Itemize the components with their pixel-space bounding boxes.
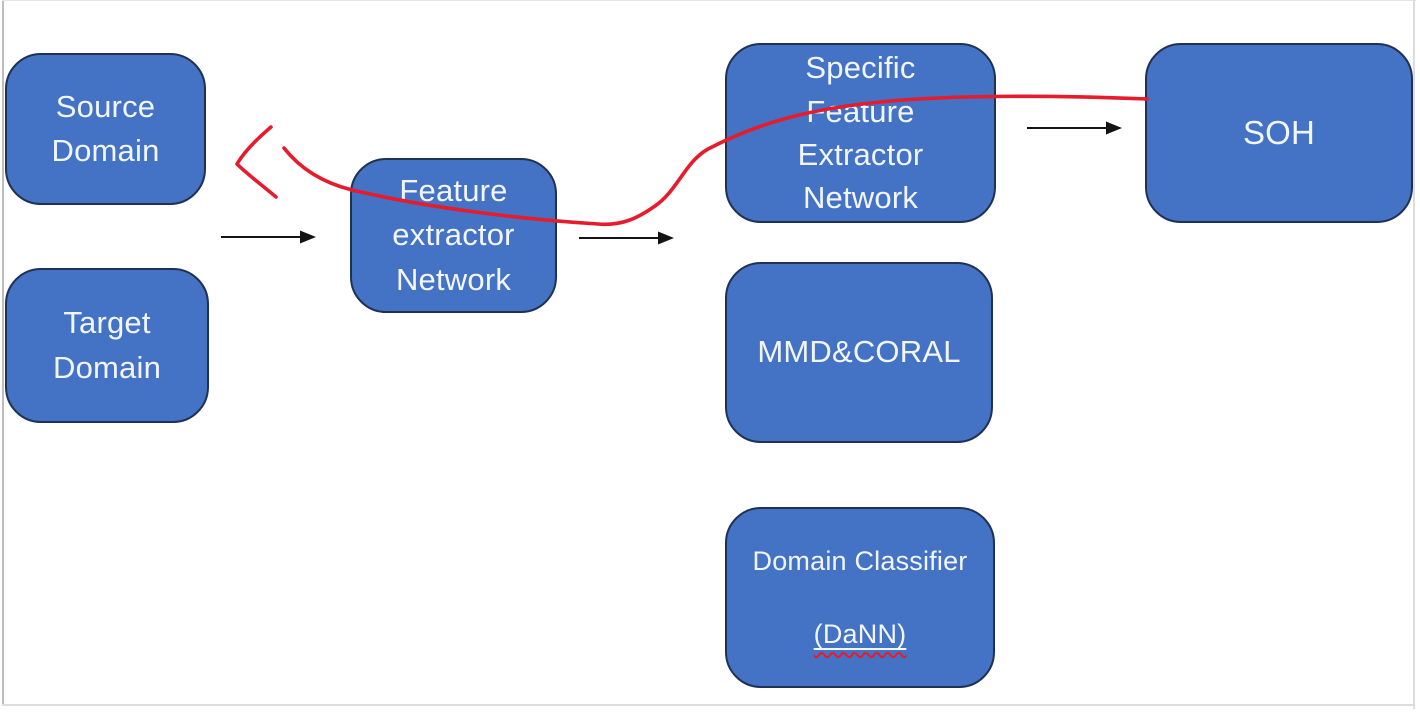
arrow-extractor-to-specific-head <box>658 231 674 245</box>
canvas-edge-bottom <box>2 704 1415 706</box>
node-source-domain-label: Source Domain <box>51 88 160 168</box>
node-soh-label: SOH <box>1242 113 1316 151</box>
node-domain-classifier[interactable]: Domain Classifier (DaNN) <box>725 507 995 688</box>
node-target-domain[interactable]: Target Domain <box>5 268 209 423</box>
node-feature-extractor[interactable]: Feature extractor Network <box>350 158 557 313</box>
red-annotation-arrowhead <box>235 125 278 199</box>
node-source-domain[interactable]: Source Domain <box>5 53 206 205</box>
arrow-domains-to-extractor-head <box>300 230 316 244</box>
canvas-edge-top <box>2 0 1416 1</box>
domain-classifier-line1: Domain Classifier <box>752 545 968 576</box>
node-target-domain-label: Target Domain <box>52 305 162 385</box>
node-feature-extractor-label: Feature extractor Network <box>392 173 515 297</box>
domain-classifier-line2-underline: (DaNN) <box>814 619 907 649</box>
node-mmd-coral[interactable]: MMD&CORAL <box>725 262 993 443</box>
node-specific-feature-extractor[interactable]: Specific Feature Extractor Network <box>725 43 996 223</box>
node-soh[interactable]: SOH <box>1145 43 1413 223</box>
canvas-edge-left <box>2 0 4 705</box>
node-specific-feature-extractor-label: Specific Feature Extractor Network <box>797 50 924 216</box>
arrow-specific-to-soh-head <box>1106 121 1122 135</box>
canvas-edge-right <box>1413 0 1415 709</box>
node-domain-classifier-label: Domain Classifier (DaNN) <box>753 543 968 652</box>
domain-classifier-line2: (DaNN) <box>813 618 907 649</box>
node-mmd-coral-label: MMD&CORAL <box>757 334 961 370</box>
